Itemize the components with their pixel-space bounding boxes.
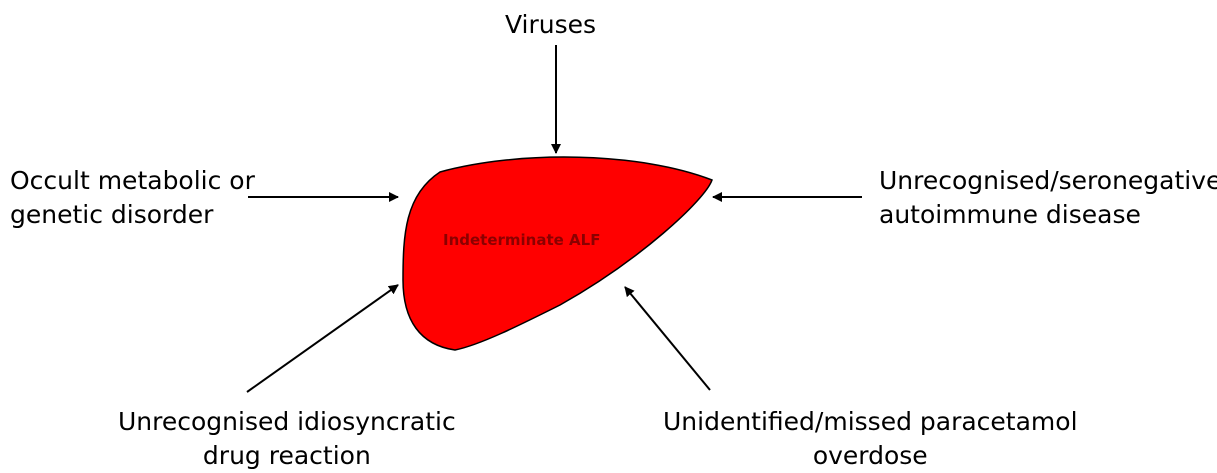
cause-label-occult-metabolic: Occult metabolic or genetic disorder (10, 164, 255, 232)
cause-label-line: Unidentified/missed paracetamol (663, 407, 1078, 436)
center-label: Indeterminate ALF (443, 231, 601, 249)
cause-label-line: Viruses (505, 10, 597, 39)
arrow-drug (246, 284, 399, 393)
cause-label-line: drug reaction (202, 441, 371, 470)
cause-label-line: Unrecognised idiosyncratic (118, 407, 456, 436)
cause-label-line: Occult metabolic or (10, 166, 255, 195)
cause-label-autoimmune: Unrecognised/seronegative autoimmune dis… (879, 164, 1217, 232)
cause-label-line: autoimmune disease (879, 200, 1141, 229)
cause-label-line: overdose (812, 441, 928, 470)
cause-label-paracetamol: Unidentified/missed paracetamol overdose (663, 405, 1078, 473)
cause-label-viruses: Viruses (505, 8, 596, 42)
arrow-paracetamol (624, 286, 711, 391)
liver-shape (402, 156, 713, 351)
cause-label-drug-reaction: Unrecognised idiosyncratic drug reaction (118, 405, 456, 473)
cause-label-line: Unrecognised/seronegative (879, 166, 1217, 195)
cause-label-line: genetic disorder (10, 200, 214, 229)
